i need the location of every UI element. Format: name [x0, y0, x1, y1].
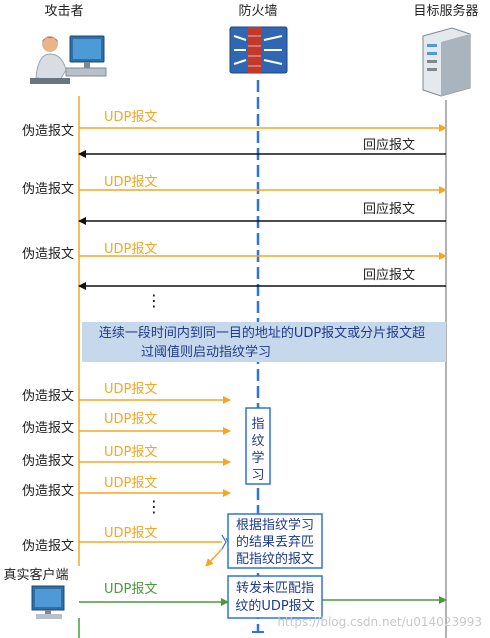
udp-message-label: UDP报文: [104, 526, 157, 541]
forward-box-line-1: 转发未匹配指: [236, 580, 314, 596]
attacker-computer-icon: [30, 35, 107, 84]
udp-message-label: UDP报文: [104, 175, 157, 190]
firewall-icon: [229, 26, 288, 74]
ellipsis-1: ⋮: [146, 291, 162, 310]
actor-server-label: 目标服务器: [413, 3, 478, 19]
legit-exchange: UDP报文: [79, 582, 447, 606]
ellipsis-2: ⋮: [146, 497, 162, 516]
drop-box-line-3: 配指纹的报文: [236, 551, 314, 567]
forged-packet-label: 伪造报文: [22, 124, 74, 139]
learning-char-3: 学: [251, 450, 264, 466]
response-message-label: 回应报文: [363, 201, 415, 217]
actor-firewall-label: 防火墙: [238, 3, 277, 19]
learning-char-1: 指: [251, 417, 264, 432]
drop-box-line-2: 的结果丢弃匹: [236, 534, 314, 550]
threshold-banner: 连续一段时间内到同一目的地址的UDP报文或分片报文超 过阈值则启动指纹学习: [82, 322, 446, 362]
forged-packet-label: 伪造报文: [22, 421, 74, 436]
udp-message-label: UDP报文: [104, 476, 157, 491]
phase1-exchange-2: 伪造报文 UDP报文 回应报文: [22, 175, 447, 225]
drop-box: 根据指纹学习 的结果丢弃匹 配指纹的报文: [227, 513, 323, 569]
learning-char-4: 习: [251, 468, 264, 483]
learning-char-2: 纹: [251, 434, 264, 449]
forged-packet-label: 伪造报文: [22, 182, 74, 197]
drop-box-line-1: 根据指纹学习: [236, 517, 314, 533]
phase2-attack-1: 伪造报文 UDP报文: [22, 382, 231, 404]
phase1-exchange-3: 伪造报文 UDP报文 回应报文: [22, 242, 447, 290]
udp-message-label: UDP报文: [104, 445, 157, 460]
banner-line-2: 过阈值则启动指纹学习: [141, 344, 271, 360]
udp-message-label: UDP报文: [104, 242, 157, 257]
udp-message-label: UDP报文: [104, 412, 157, 427]
server-icon: [422, 27, 471, 97]
fingerprint-learning-box: 指 纹 学 习: [245, 407, 271, 485]
udp-message-label: UDP报文: [104, 382, 157, 397]
phase1-exchange-1: 伪造报文 UDP报文 回应报文: [22, 110, 447, 158]
forward-box: 转发未匹配指 纹的UDP报文: [227, 575, 323, 619]
response-message-label: 回应报文: [363, 267, 415, 283]
response-message-label: 回应报文: [363, 137, 415, 153]
banner-line-1: 连续一段时间内到同一目的地址的UDP报文或分片报文超: [99, 325, 425, 341]
forged-packet-label: 伪造报文: [22, 484, 74, 499]
phase2-attack-4: 伪造报文 UDP报文: [22, 476, 231, 499]
udp-message-label: UDP报文: [104, 110, 157, 125]
forged-packet-label: 伪造报文: [22, 539, 74, 554]
phase2-attack-2: 伪造报文 UDP报文: [22, 412, 231, 436]
legit-udp-message-label: UDP报文: [104, 582, 157, 597]
dropped-packet-arrow: [205, 548, 223, 567]
actor-attacker-label: 攻击者: [44, 4, 83, 19]
forged-packet-label: 伪造报文: [22, 247, 74, 262]
watermark: https://blog.csdn.net/u014023993: [277, 615, 482, 629]
actor-client-label: 真实客户端: [3, 567, 68, 583]
phase2-attack-3: 伪造报文 UDP报文: [22, 445, 231, 469]
client-computer-icon: [31, 585, 65, 619]
forged-packet-label: 伪造报文: [22, 389, 74, 404]
forged-packet-label: 伪造报文: [22, 454, 74, 469]
forward-box-line-2: 纹的UDP报文: [235, 598, 314, 614]
phase3-attack: 伪造报文 UDP报文: [22, 526, 231, 567]
